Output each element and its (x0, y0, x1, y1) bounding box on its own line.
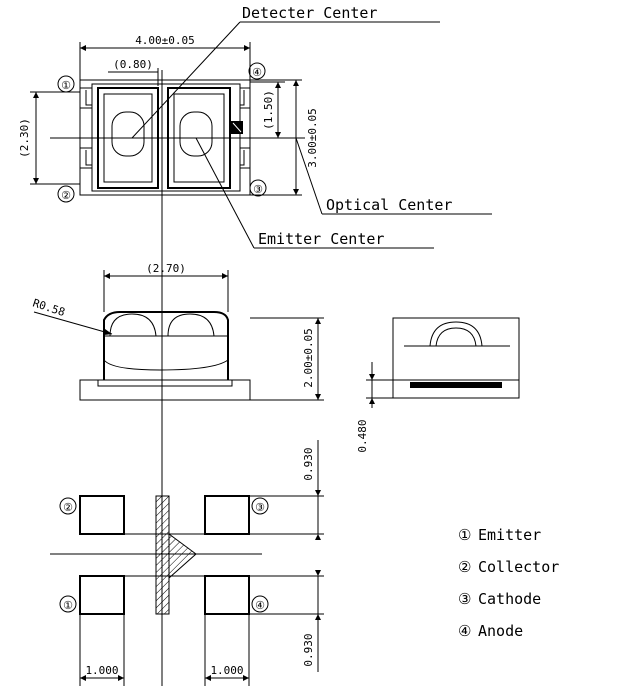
dim-pad-left-width: 1.000 (85, 664, 118, 677)
dim-mid-width: (2.70) (146, 262, 186, 275)
legend-label-cathode: Cathode (478, 590, 541, 608)
legend-num-3: ③ (458, 590, 471, 608)
dim-mid-height: 2.00±0.05 (302, 328, 315, 388)
emitter-lens (179, 111, 213, 157)
callout-optical-center: Optical Center (326, 196, 452, 214)
pad-4 (204, 575, 250, 615)
dim-pad-right-width: 1.000 (210, 664, 243, 677)
side-view: 0.480 (356, 317, 520, 453)
legend-num-1: ① (458, 526, 471, 544)
pad-label-3: ③ (255, 501, 265, 514)
orientation-triangle (168, 533, 197, 580)
pin-label-2: ② (61, 189, 71, 202)
pin-label-4: ④ (252, 66, 262, 79)
pad-3 (204, 495, 250, 535)
pad-2 (79, 495, 125, 535)
pin-label-1: ① (61, 79, 71, 92)
dim-top-width: 4.00±0.05 (135, 34, 195, 47)
dim-right-inner: (1.50) (262, 90, 275, 130)
legend-num-2: ② (458, 558, 471, 576)
dim-left-height: (2.30) (18, 118, 31, 158)
dim-top-gap: (0.80) (113, 58, 153, 71)
callout-emitter-center: Emitter Center (258, 230, 384, 248)
legend-num-4: ④ (458, 622, 471, 640)
callout-detector-center: Detecter Center (242, 4, 377, 22)
front-view: (2.70) R0.58 2.00±0.05 (31, 262, 324, 401)
pin-label-3: ③ (253, 183, 263, 196)
dim-pad-bottom: 0.930 (302, 633, 315, 666)
pad-1 (79, 575, 125, 615)
dim-side-height: 0.480 (356, 419, 369, 452)
legend-label-anode: Anode (478, 622, 523, 640)
detector-lens (111, 111, 145, 157)
footprint-view: ② ③ ① ④ 0.930 0.930 1.000 1.000 (50, 440, 324, 686)
dim-pad-top: 0.930 (302, 447, 315, 480)
top-view: ① ② ③ ④ 4.00±0.05 (0.80) (2.30) (1.50) (18, 4, 492, 686)
center-strip (155, 495, 170, 615)
front-lens-left (109, 313, 157, 337)
pad-label-4: ④ (255, 599, 265, 612)
side-lens (429, 321, 483, 347)
pin-legend: ① Emitter ② Collector ③ Cathode ④ Anode (458, 526, 559, 640)
dim-right-height: 3.00±0.05 (306, 108, 319, 168)
front-lens-right (167, 313, 215, 337)
front-base (79, 379, 251, 401)
front-body (103, 311, 229, 380)
pad-label-2: ② (63, 501, 73, 514)
legend-label-emitter: Emitter (478, 526, 541, 544)
legend-label-collector: Collector (478, 558, 559, 576)
pad-label-1: ① (63, 599, 73, 612)
